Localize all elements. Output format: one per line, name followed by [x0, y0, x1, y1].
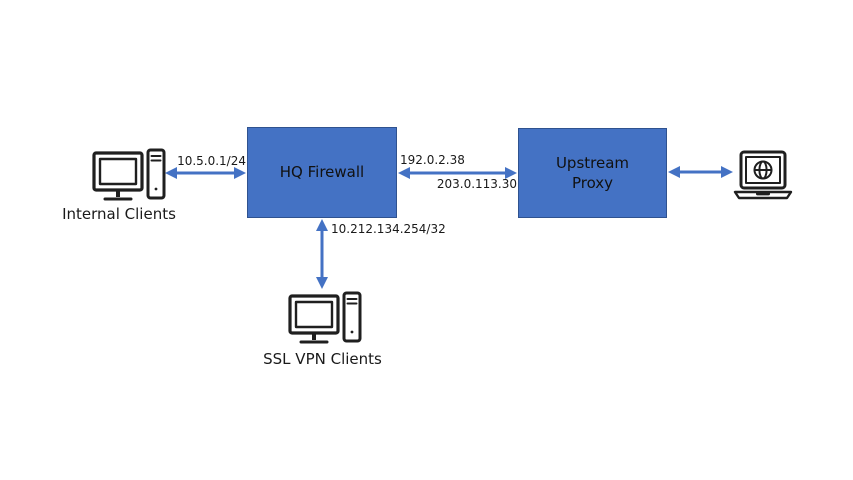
desktop-computer-icon	[288, 291, 362, 344]
ip-label-proxy: 203.0.113.30	[436, 177, 517, 191]
ip-label-internal-lan: 10.5.0.1/24	[177, 154, 246, 168]
desktop-computer-icon	[92, 148, 166, 201]
link-firewall-to-proxy	[398, 167, 517, 179]
link-firewall-to-sslvpn	[316, 219, 328, 289]
ip-label-sslvpn: 10.212.134.254/32	[331, 222, 446, 236]
internet-laptop-icon	[733, 150, 793, 200]
node-upstream-proxy: Upstream Proxy	[518, 128, 667, 218]
ip-label-firewall-wan: 192.0.2.38	[400, 153, 465, 167]
hq-firewall-label: HQ Firewall	[279, 163, 365, 182]
link-internal-to-firewall	[165, 167, 246, 179]
internal-clients-label: Internal Clients	[62, 205, 176, 223]
upstream-proxy-label: Upstream Proxy	[555, 153, 630, 192]
node-hq-firewall: HQ Firewall	[247, 127, 397, 218]
link-proxy-to-internet	[668, 166, 733, 178]
ssl-vpn-clients-label: SSL VPN Clients	[263, 350, 382, 368]
